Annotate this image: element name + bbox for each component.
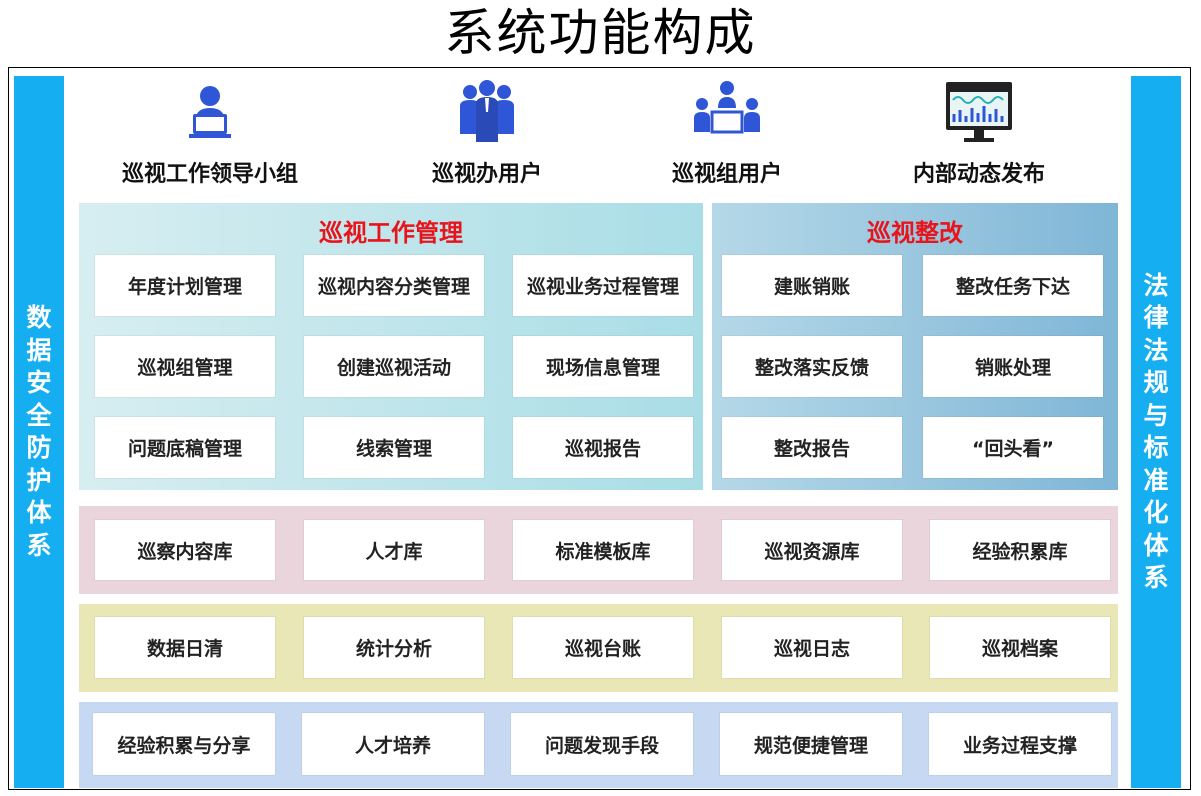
rectification-item: 整改报告 — [722, 417, 902, 478]
rectification-item: 整改任务下达 — [923, 255, 1103, 316]
role-label: 巡视组用户 — [671, 162, 782, 187]
data-panel: 数据日清 统计分析 巡视台账 巡视日志 巡视档案 — [79, 604, 1118, 692]
value-item: 业务过程支撑 — [929, 713, 1111, 775]
data-item: 巡视档案 — [930, 617, 1110, 678]
library-item: 经验积累库 — [930, 520, 1110, 580]
management-item: 巡视内容分类管理 — [304, 255, 484, 316]
data-item: 数据日清 — [95, 617, 275, 678]
value-item: 经验积累与分享 — [93, 713, 275, 775]
library-panel: 巡察内容库 人才库 标准模板库 巡视资源库 经验积累库 — [79, 506, 1118, 594]
rectification-item: 建账销账 — [722, 255, 902, 316]
management-item: 巡视组管理 — [95, 336, 275, 397]
group-people-icon — [460, 80, 514, 142]
rectification-title: 巡视整改 — [867, 219, 963, 247]
rectification-item: “回头看” — [923, 417, 1103, 478]
left-side-bar: 数据安全防护体系 — [14, 76, 64, 788]
monitor-chart-icon — [946, 82, 1012, 142]
role-internal-news: 内部动态发布 — [864, 76, 1094, 196]
management-panel: 巡视工作管理 年度计划管理 巡视内容分类管理 巡视业务过程管理 巡视组管理 创建… — [79, 203, 703, 490]
library-item: 标准模板库 — [513, 520, 693, 580]
library-item: 巡察内容库 — [95, 520, 275, 580]
library-item: 巡视资源库 — [722, 520, 902, 580]
management-item: 问题底稿管理 — [95, 417, 275, 478]
library-item: 人才库 — [304, 520, 484, 580]
management-item: 巡视业务过程管理 — [513, 255, 693, 316]
role-leader-group: 巡视工作领导小组 — [95, 76, 325, 196]
role-inspection-group: 巡视组用户 — [612, 76, 842, 196]
value-item: 问题发现手段 — [511, 713, 693, 775]
management-item: 年度计划管理 — [95, 255, 275, 316]
management-item: 线索管理 — [304, 417, 484, 478]
management-item: 巡视报告 — [513, 417, 693, 478]
rectification-panel: 巡视整改 建账销账 整改任务下达 整改落实反馈 销账处理 整改报告 “回头看” — [712, 203, 1118, 490]
role-inspection-office: 巡视办用户 — [372, 76, 602, 196]
role-label: 内部动态发布 — [912, 162, 1045, 187]
data-item: 巡视台账 — [513, 617, 693, 678]
management-item: 现场信息管理 — [513, 336, 693, 397]
right-side-bar: 法律法规与标准化体系 — [1131, 76, 1181, 788]
right-side-label: 法律法规与标准化体系 — [1143, 270, 1169, 593]
value-item: 人才培养 — [302, 713, 484, 775]
value-item: 规范便捷管理 — [720, 713, 902, 775]
data-item: 统计分析 — [304, 617, 484, 678]
rectification-item: 整改落实反馈 — [722, 336, 902, 397]
role-label: 巡视工作领导小组 — [121, 162, 298, 187]
rectification-item: 销账处理 — [923, 336, 1103, 397]
role-label: 巡视办用户 — [431, 162, 542, 187]
left-side-label: 数据安全防护体系 — [26, 303, 52, 560]
meeting-icon — [694, 81, 760, 134]
data-item: 巡视日志 — [722, 617, 902, 678]
management-title: 巡视工作管理 — [319, 219, 463, 247]
management-item: 创建巡视活动 — [304, 336, 484, 397]
value-panel: 经验积累与分享 人才培养 问题发现手段 规范便捷管理 业务过程支撑 — [79, 702, 1118, 788]
person-laptop-icon — [189, 86, 231, 138]
page-title: 系统功能构成 — [444, 4, 757, 62]
